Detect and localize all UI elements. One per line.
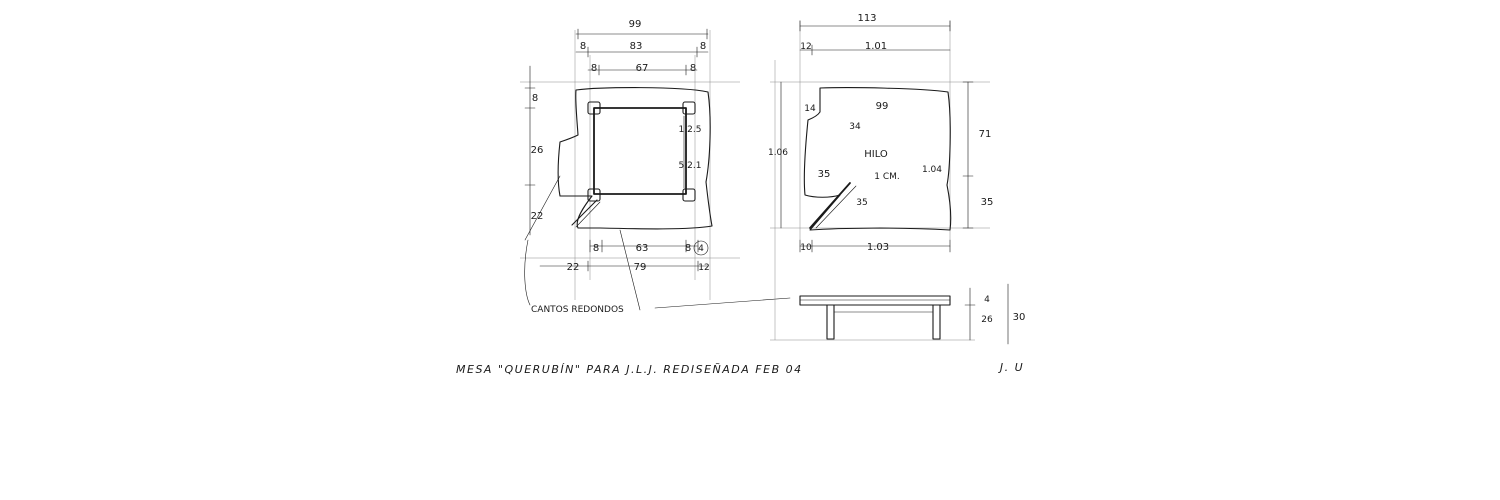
dim-left-26: 26 (531, 145, 544, 156)
plan-left: 99 8 83 8 8 67 8 8 26 22 1 2.5 5 2.1 8 6… (520, 19, 791, 315)
dim-r-inner-14: 14 (804, 104, 816, 114)
dim-r-bottom-10: 10 (800, 243, 812, 253)
dim-elev-4: 4 (984, 295, 990, 305)
designer-initials: J. U (998, 361, 1024, 374)
elevation-view: 4 26 30 (770, 283, 1026, 345)
dim-top-8a: 8 (580, 41, 586, 52)
caption: MESA "QUERUBÍN" PARA J.L.J. REDISEÑADA F… (456, 361, 1024, 376)
dim-bottom-12: 12 (698, 263, 709, 273)
dim-bottom-79: 79 (634, 262, 647, 273)
dim-r-inner-34: 34 (849, 122, 861, 132)
dim-top-67: 67 (636, 63, 649, 74)
dim-r-left-106: 1.06 (768, 148, 788, 158)
dim-elev-30: 30 (1013, 312, 1026, 323)
dim-bottom-63: 63 (636, 243, 649, 254)
dim-r-top-12: 12 (800, 42, 811, 52)
dim-inner-12-5: 1 2.5 (679, 125, 702, 135)
drawing-title: MESA "QUERUBÍN" PARA J.L.J. REDISEÑADA F… (456, 363, 803, 376)
dim-r-right-71: 71 (979, 129, 992, 140)
dim-left-8: 8 (532, 93, 538, 104)
dim-top-8c: 8 (591, 63, 597, 74)
dim-elev-26: 26 (981, 315, 993, 325)
dim-bottom-8a: 8 (593, 243, 599, 254)
dim-bottom-4: 4 (698, 244, 704, 254)
plan-right: 113 12 1.01 14 99 34 HILO 1.04 35 1 CM. … (768, 13, 993, 340)
dim-left-22: 22 (531, 211, 544, 222)
dim-r-inner-35b: 35 (856, 198, 867, 208)
dim-top-8d: 8 (690, 63, 696, 74)
dim-r-inner-104: 1.04 (922, 165, 942, 175)
dim-r-right-35: 35 (981, 197, 994, 208)
dim-bottom-8b: 8 (685, 243, 691, 254)
dim-inner-5-2-1: 5 2.1 (679, 161, 702, 171)
dim-r-inner-1cm: 1 CM. (874, 172, 900, 182)
dim-r-top-113: 113 (857, 13, 876, 24)
dim-top-83: 83 (630, 41, 643, 52)
label-hilo: HILO (864, 149, 888, 160)
dim-top-99: 99 (629, 19, 642, 30)
dim-r-inner-35a: 35 (818, 169, 831, 180)
dim-r-bottom-103: 1.03 (867, 242, 889, 253)
dim-top-8b: 8 (700, 41, 706, 52)
dim-r-top-101: 1.01 (865, 41, 887, 52)
dim-bottom-22: 22 (567, 262, 580, 273)
note-cantos-redondos: CANTOS REDONDOS (531, 305, 624, 315)
dim-r-inner-99: 99 (876, 101, 889, 112)
